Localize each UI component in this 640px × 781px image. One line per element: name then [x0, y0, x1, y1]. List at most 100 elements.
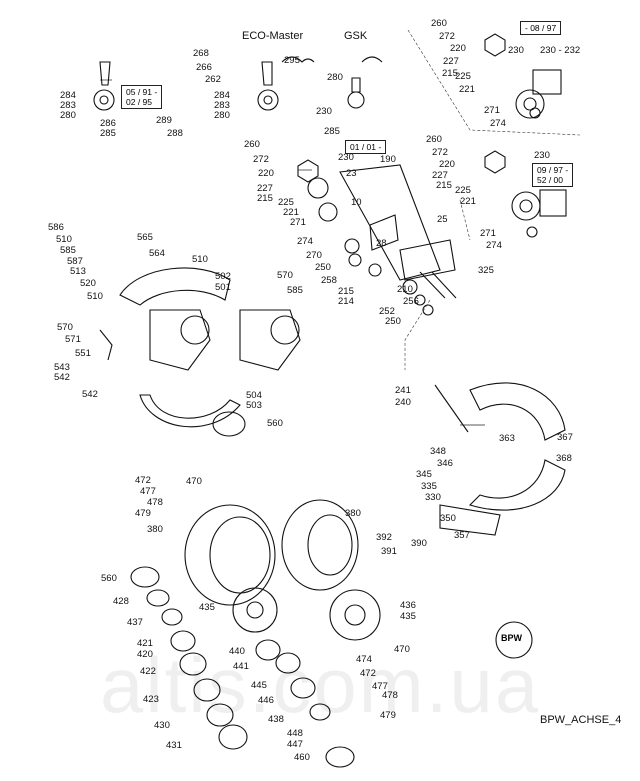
- date-box-left: 05 / 91 - 02 / 95: [121, 85, 163, 109]
- part-label: 357: [454, 530, 470, 541]
- part-label: 10: [351, 197, 362, 208]
- part-label: 260: [244, 139, 260, 150]
- part-label: 428: [113, 596, 129, 607]
- part-label: 510: [192, 254, 208, 265]
- part-label: 272: [253, 154, 269, 165]
- part-label: 430: [154, 720, 170, 731]
- date-box-tr-line: - 08 / 97: [525, 23, 557, 33]
- part-label: 380: [147, 524, 163, 535]
- part-label: 28: [376, 238, 387, 249]
- part-label: 230: [534, 150, 550, 161]
- part-label: 330: [425, 492, 441, 503]
- part-label: 504: [246, 390, 262, 401]
- part-label: 274: [490, 118, 506, 129]
- part-label: 392: [376, 532, 392, 543]
- part-label: 220: [450, 43, 466, 54]
- part-label: 221: [283, 207, 299, 218]
- part-label: 25: [437, 214, 448, 225]
- part-label: 585: [287, 285, 303, 296]
- part-label: 445: [251, 680, 267, 691]
- part-label: 283: [60, 100, 76, 111]
- part-label: 280: [60, 110, 76, 121]
- part-label: 564: [149, 248, 165, 259]
- part-label: 225: [455, 71, 471, 82]
- part-label: 284: [60, 90, 76, 101]
- part-label: 258: [321, 275, 337, 286]
- part-label: 478: [147, 497, 163, 508]
- part-label: 560: [267, 418, 283, 429]
- part-label: 262: [205, 74, 221, 85]
- date-box-r2-line: 09 / 97 -: [537, 165, 569, 175]
- part-label: 421: [137, 638, 153, 649]
- part-label: 422: [140, 666, 156, 677]
- part-label: 230: [316, 106, 332, 117]
- part-label: 225: [278, 197, 294, 208]
- part-label: 210: [397, 284, 413, 295]
- part-label: 380: [345, 508, 361, 519]
- part-label: 441: [233, 661, 249, 672]
- date-box-r2-line: 52 / 00: [537, 175, 563, 185]
- part-label: 587: [67, 256, 83, 267]
- part-label: 474: [356, 654, 372, 665]
- date-box-top-right: - 08 / 97: [520, 21, 562, 35]
- part-label: 435: [199, 602, 215, 613]
- part-label: 551: [75, 348, 91, 359]
- part-label: 240: [395, 397, 411, 408]
- part-label: 270: [306, 250, 322, 261]
- part-label: 431: [166, 740, 182, 751]
- part-label: 190: [380, 154, 396, 165]
- part-label: 23: [346, 168, 357, 179]
- part-label: 220: [439, 159, 455, 170]
- part-label: 348: [430, 446, 446, 457]
- part-label: 478: [382, 690, 398, 701]
- part-label: 220: [258, 168, 274, 179]
- part-label: 440: [229, 646, 245, 657]
- part-label: 435: [400, 611, 416, 622]
- part-label: 260: [426, 134, 442, 145]
- part-label: 520: [80, 278, 96, 289]
- part-label: 350: [440, 513, 456, 524]
- part-label: 241: [395, 385, 411, 396]
- part-label: 227: [257, 183, 273, 194]
- header-gsk: GSK: [344, 30, 368, 42]
- bpw-logo-icon: BPW: [501, 633, 522, 643]
- part-label: 230 - 232: [540, 45, 581, 56]
- part-label: 280: [327, 72, 343, 83]
- part-label: 256: [403, 296, 419, 307]
- part-label: 447: [287, 739, 303, 750]
- part-label: 335: [421, 481, 437, 492]
- part-label: 543: [54, 362, 70, 373]
- part-label: 477: [372, 681, 388, 692]
- part-label: 271: [480, 228, 496, 239]
- part-label: 215: [257, 193, 273, 204]
- part-label: 390: [411, 538, 427, 549]
- part-label: 284: [214, 90, 230, 101]
- part-label: 230: [338, 152, 354, 163]
- part-label: 288: [167, 128, 183, 139]
- part-label: 227: [443, 56, 459, 67]
- part-label: 479: [380, 710, 396, 721]
- part-label: 363: [499, 433, 515, 444]
- part-label: 586: [48, 222, 64, 233]
- part-label: 221: [459, 84, 475, 95]
- part-label: 346: [437, 458, 453, 469]
- part-label: 571: [65, 334, 81, 345]
- part-label: 477: [140, 486, 156, 497]
- part-label: 510: [56, 234, 72, 245]
- part-label: 280: [214, 110, 230, 121]
- part-label: 423: [143, 694, 159, 705]
- part-label: 367: [557, 432, 573, 443]
- part-label: 470: [186, 476, 202, 487]
- part-label: 268: [193, 48, 209, 59]
- part-label: 215: [436, 180, 452, 191]
- date-box-mid: 01 / 01 -: [345, 140, 387, 154]
- part-label: 542: [54, 372, 70, 383]
- part-label: 285: [324, 126, 340, 137]
- part-label: 295: [284, 55, 300, 66]
- date-box-right: 09 / 97 - 52 / 00: [532, 163, 574, 187]
- part-label: 542: [82, 389, 98, 400]
- part-label: 215: [442, 68, 458, 79]
- part-label: 289: [156, 115, 172, 126]
- part-label: 501: [215, 282, 231, 293]
